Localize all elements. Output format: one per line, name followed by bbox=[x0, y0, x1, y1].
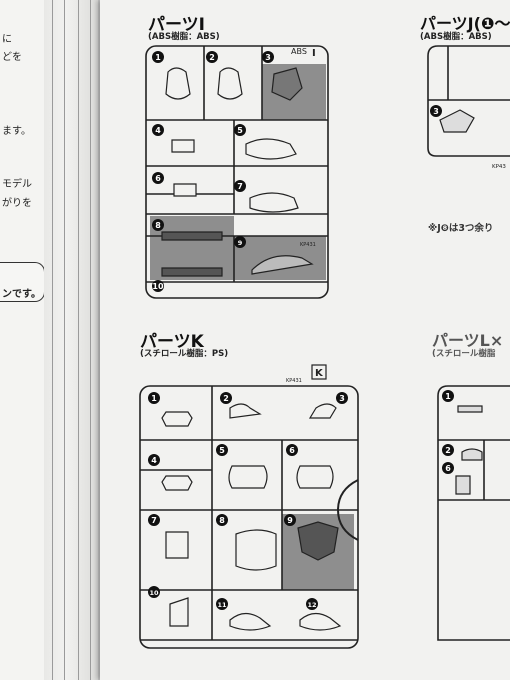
parts-j-material: (ABS樹脂：ABS) bbox=[420, 32, 492, 42]
page-edge-line bbox=[52, 0, 53, 680]
page-edge-line bbox=[78, 0, 79, 680]
left-page-line: どを bbox=[2, 52, 22, 63]
parts-i-number: 7 bbox=[237, 182, 243, 191]
parts-i-number: 5 bbox=[237, 126, 243, 135]
parts-l-number: 2 bbox=[445, 446, 451, 455]
parts-i-number: 4 bbox=[155, 126, 161, 135]
parts-i-runner-letter: I bbox=[312, 48, 316, 59]
parts-i-kp-code: KP431 bbox=[300, 242, 316, 248]
parts-i-number: 6 bbox=[155, 174, 161, 183]
parts-i-number: 9 bbox=[238, 239, 243, 247]
page-edge-line bbox=[64, 0, 65, 680]
parts-k-number: 6 bbox=[289, 446, 295, 455]
left-page-line: に bbox=[2, 34, 12, 45]
parts-k-number: 8 bbox=[219, 516, 225, 525]
parts-i-badges bbox=[152, 51, 274, 292]
parts-l-number: 1 bbox=[445, 392, 451, 401]
parts-j-title: パーツJ(❶〜 bbox=[420, 14, 510, 33]
parts-k-badges bbox=[148, 392, 348, 610]
parts-k-number: 10 bbox=[149, 589, 159, 597]
parts-i-number: 10 bbox=[152, 282, 164, 291]
parts-k-number: 4 bbox=[151, 456, 157, 465]
left-page-line: モデル bbox=[2, 179, 32, 190]
parts-i-number: 3 bbox=[265, 53, 271, 62]
parts-l-number: 6 bbox=[445, 464, 451, 473]
parts-j-runner bbox=[427, 45, 510, 157]
parts-i-runner-code: ABS bbox=[291, 47, 307, 56]
parts-k-kp-code: KP431 bbox=[286, 378, 302, 384]
parts-l-title: パーツL× bbox=[432, 331, 504, 350]
parts-i-number: 1 bbox=[155, 53, 161, 62]
parts-k-number: 1 bbox=[151, 394, 157, 403]
page-edge-line bbox=[90, 0, 91, 680]
parts-k-number: 5 bbox=[219, 446, 225, 455]
parts-j-kp-code: KP43 bbox=[492, 164, 506, 170]
parts-k-number: 11 bbox=[217, 601, 227, 609]
parts-j-note: ※J❽は3つ余り bbox=[428, 223, 494, 234]
parts-k-sketches bbox=[161, 403, 342, 631]
parts-k-runner bbox=[139, 385, 359, 649]
left-page-line: ンです。 bbox=[2, 289, 41, 300]
parts-k-number: 3 bbox=[339, 394, 345, 403]
parts-j-number: 3 bbox=[433, 107, 439, 116]
parts-k-material: (スチロール樹脂：PS) bbox=[140, 349, 229, 359]
left-page-line: がりを bbox=[2, 198, 32, 209]
parts-l-material: (スチロール樹脂 bbox=[432, 349, 496, 359]
parts-k-number: 9 bbox=[287, 516, 293, 525]
parts-i-number: 8 bbox=[155, 221, 161, 230]
page-stack-edge bbox=[44, 0, 98, 680]
parts-k-letter-box bbox=[311, 364, 327, 380]
parts-l-runner bbox=[437, 385, 510, 641]
parts-i-number: 2 bbox=[209, 53, 215, 62]
left-page: に どを ます。 モデル がりを ンです。 bbox=[0, 0, 45, 680]
parts-i-title: パーツI bbox=[148, 15, 205, 35]
parts-k-number: 12 bbox=[307, 601, 316, 609]
left-page-box bbox=[0, 262, 45, 302]
parts-i-sketches bbox=[161, 67, 314, 277]
parts-k-number: 7 bbox=[151, 516, 157, 525]
left-page-line: ます。 bbox=[2, 126, 31, 137]
parts-k-number: 2 bbox=[223, 394, 229, 403]
parts-i-material: (ABS樹脂：ABS) bbox=[148, 32, 220, 42]
parts-k-title: パーツK bbox=[140, 332, 204, 352]
parts-k-runner-letter: K bbox=[315, 368, 324, 379]
